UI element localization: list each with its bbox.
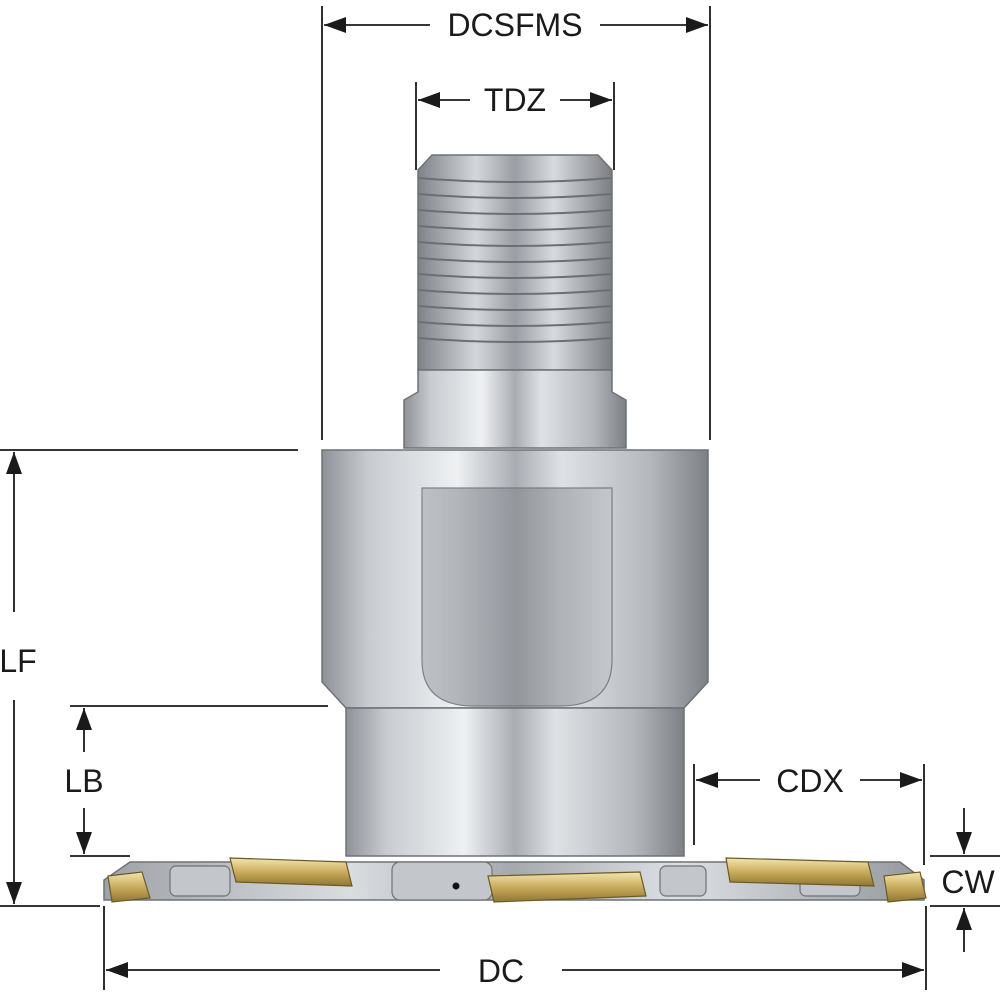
insert [229, 857, 353, 887]
cutting-inserts [107, 857, 927, 903]
lower-body [345, 707, 685, 857]
threaded-spigot [417, 154, 613, 371]
label-tdz: TDZ [484, 82, 546, 118]
label-lf: LF [0, 643, 37, 679]
thread-groove [417, 305, 613, 311]
label-dcsfms: DCSFMS [447, 7, 582, 43]
thread-groove [417, 337, 613, 343]
insert [487, 871, 647, 903]
insert [883, 871, 927, 903]
wrench-flat [421, 487, 613, 707]
insert [725, 857, 875, 887]
label-cw: CW [941, 864, 995, 900]
label-lb: LB [64, 763, 103, 799]
dimension-lines [0, 6, 1000, 990]
thread-groove [417, 225, 613, 231]
thread-groove [417, 257, 613, 263]
thread-groove [417, 273, 613, 279]
thread-groove [417, 241, 613, 247]
thread-groove [417, 321, 613, 327]
label-dc: DC [478, 953, 524, 989]
collar [403, 369, 627, 449]
cutter-body [103, 154, 927, 903]
thread-groove [417, 193, 613, 199]
label-cdx: CDX [776, 763, 844, 799]
thread-groove [417, 177, 613, 183]
thread-groove [417, 209, 613, 215]
insert [107, 871, 151, 903]
dimension-labels: DCSFMS TDZ LF LB CDX CW DC [0, 7, 995, 989]
thread-groove [417, 289, 613, 295]
